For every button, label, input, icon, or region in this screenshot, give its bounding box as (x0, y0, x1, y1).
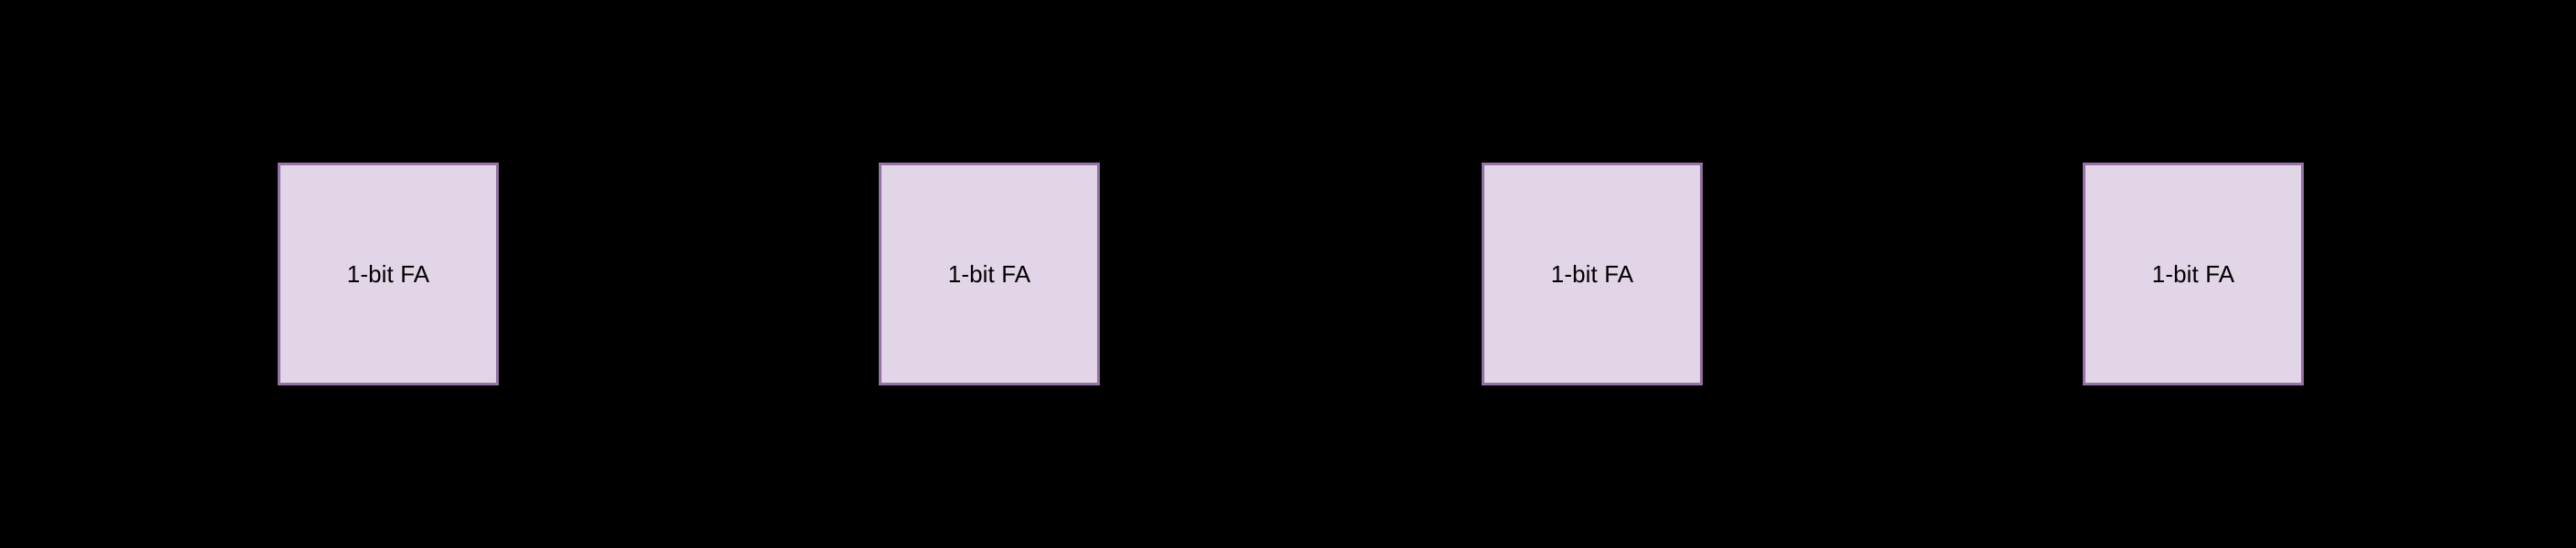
wire-carry-out-block-1 (499, 273, 512, 275)
wire-input-a-block-4 (2154, 153, 2156, 164)
full-adder-label: 1-bit FA (2151, 260, 2235, 288)
full-adder-label: 1-bit FA (1550, 260, 1634, 288)
full-adder-block-2[interactable]: 1-bit FA (879, 163, 1100, 385)
wire-input-b-block-1 (444, 153, 446, 164)
wire-input-a-block-1 (349, 153, 351, 164)
full-adder-label: 1-bit FA (947, 260, 1031, 288)
wire-input-a-block-3 (1553, 153, 1555, 164)
full-adder-label: 1-bit FA (346, 260, 430, 288)
wire-input-b-block-4 (2249, 153, 2251, 164)
wire-input-b-block-3 (1648, 153, 1650, 164)
wire-input-a-block-2 (950, 153, 952, 164)
wire-carry-out-block-2 (1100, 273, 1113, 275)
wire-carry-out-block-4 (2304, 273, 2317, 275)
full-adder-block-4[interactable]: 1-bit FA (2083, 163, 2304, 385)
wire-carry-out-block-3 (1703, 273, 1716, 275)
wire-input-b-block-2 (1045, 153, 1047, 164)
full-adder-block-1[interactable]: 1-bit FA (278, 163, 499, 385)
full-adder-block-3[interactable]: 1-bit FA (1482, 163, 1703, 385)
